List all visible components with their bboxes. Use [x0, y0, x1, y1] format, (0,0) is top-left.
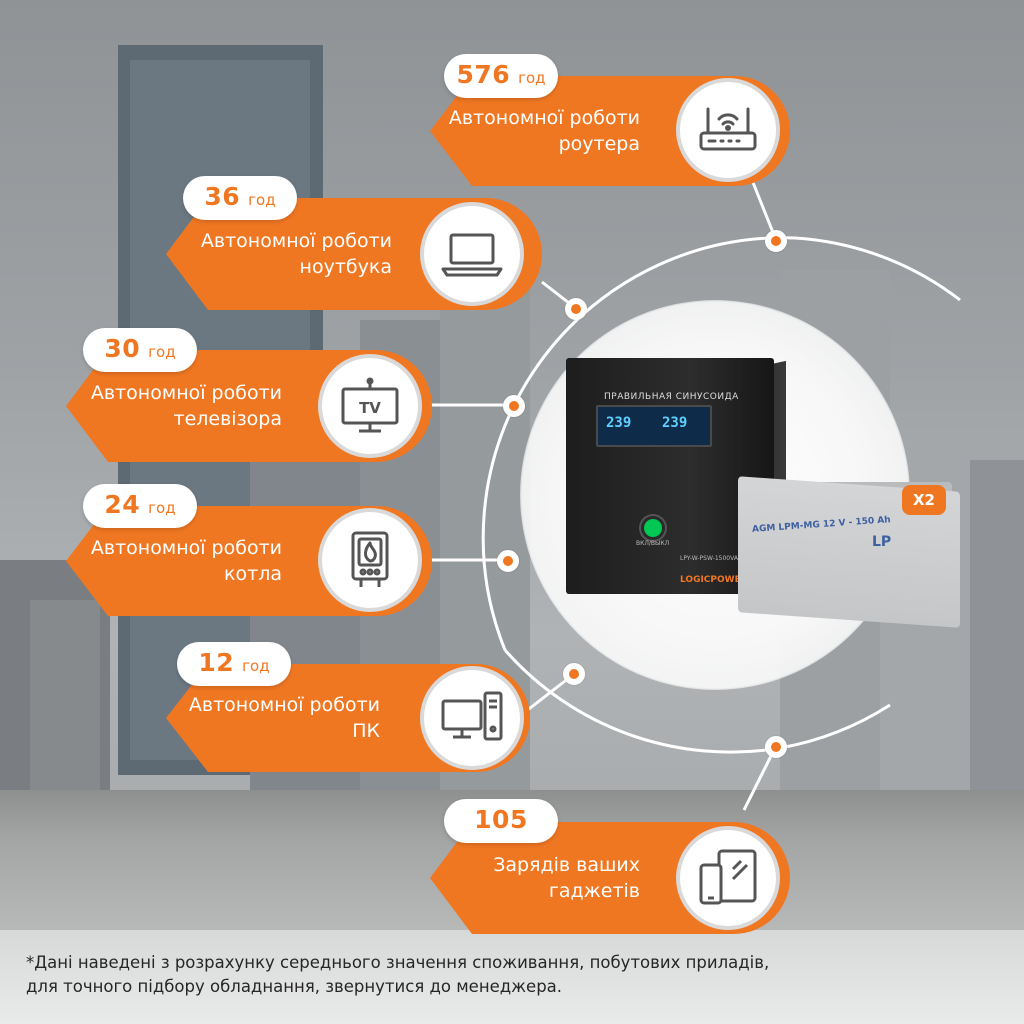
inverter-display-right: 239: [662, 415, 688, 431]
gadgets-icon-circle: [676, 826, 780, 930]
connector-dot: [565, 298, 587, 320]
router-label-line2: роутера: [558, 133, 640, 155]
footnote-line1: *Дані наведені з розрахунку середнього з…: [26, 953, 770, 972]
gadgets-count-value: 105: [474, 805, 528, 834]
gadgets-icon: [699, 849, 757, 905]
boiler-icon: [351, 531, 389, 587]
boiler-hours-value: 24: [104, 490, 141, 519]
pc-hours-unit: год: [242, 657, 270, 675]
inverter-model: LPY-W-PSW-1500VA+: [680, 555, 743, 562]
connector-dot: [765, 736, 787, 758]
inverter-power-button: [641, 516, 665, 540]
footnote: *Дані наведені з розрахунку середнього з…: [26, 951, 1006, 999]
tv-icon: TV: [341, 377, 399, 433]
router-label-line1: Автономної роботи: [448, 107, 640, 129]
boiler-hours-pill: 24 год: [83, 484, 197, 528]
tv-hours-unit: год: [148, 343, 176, 361]
pc-label-line1: Автономної роботи: [188, 694, 380, 716]
laptop-icon: [441, 233, 503, 277]
inverter-title: ПРАВИЛЬНАЯ СИНУСОИДА: [604, 392, 739, 402]
boiler-label-line2: котла: [224, 563, 282, 585]
pc-hours-value: 12: [198, 648, 235, 677]
router-hours-value: 576: [456, 60, 511, 89]
laptop-hours-unit: год: [248, 191, 276, 209]
laptop-hours-value: 36: [204, 182, 241, 211]
gadgets-label-line1: Зарядів ваших: [493, 854, 640, 876]
tv-icon-text: TV: [359, 399, 381, 417]
router-icon-circle: [676, 78, 780, 182]
connector-dot: [503, 395, 525, 417]
tv-label-line2: телевізора: [173, 408, 283, 430]
laptop-label-line1: Автономної роботи: [200, 230, 392, 252]
tv-icon-circle: TV: [318, 354, 422, 458]
router-hours-unit: год: [518, 69, 546, 87]
laptop-hours-pill: 36 год: [183, 176, 297, 220]
boiler-icon-circle: [318, 508, 422, 612]
tv-label-line1: Автономної роботи: [90, 382, 282, 404]
router-icon: [699, 107, 757, 151]
inverter-button-caption: ВКЛ/ВЫКЛ: [636, 540, 670, 547]
pc-icon-circle: [420, 666, 524, 770]
tv-hours-pill: 30 год: [83, 328, 197, 372]
pc-label-line2: ПК: [352, 720, 380, 742]
router-hours-pill: 576 год: [444, 54, 558, 98]
battery-logo: LP: [872, 534, 892, 550]
quantity-badge: X2: [902, 485, 946, 515]
gadgets-count-pill: 105: [444, 799, 558, 843]
tv-hours-value: 30: [104, 334, 141, 363]
boiler-label-line1: Автономної роботи: [90, 537, 282, 559]
connector-dot: [765, 230, 787, 252]
inverter-display: 239 239: [596, 405, 712, 447]
inverter-display-left: 239: [606, 415, 632, 431]
boiler-hours-unit: год: [148, 499, 176, 517]
gadgets-label-line2: гаджетів: [548, 880, 640, 902]
pc-hours-pill: 12 год: [177, 642, 291, 686]
inverter-brand: LOGICPOWER: [680, 575, 748, 585]
connector-dot: [563, 663, 585, 685]
footnote-band: [0, 930, 1024, 1024]
connector-dot: [497, 550, 519, 572]
pc-icon: [441, 691, 503, 741]
footnote-line2: для точного підбору обладнання, звернути…: [26, 977, 563, 996]
laptop-icon-circle: [420, 202, 524, 306]
laptop-label-line2: ноутбука: [299, 256, 392, 278]
